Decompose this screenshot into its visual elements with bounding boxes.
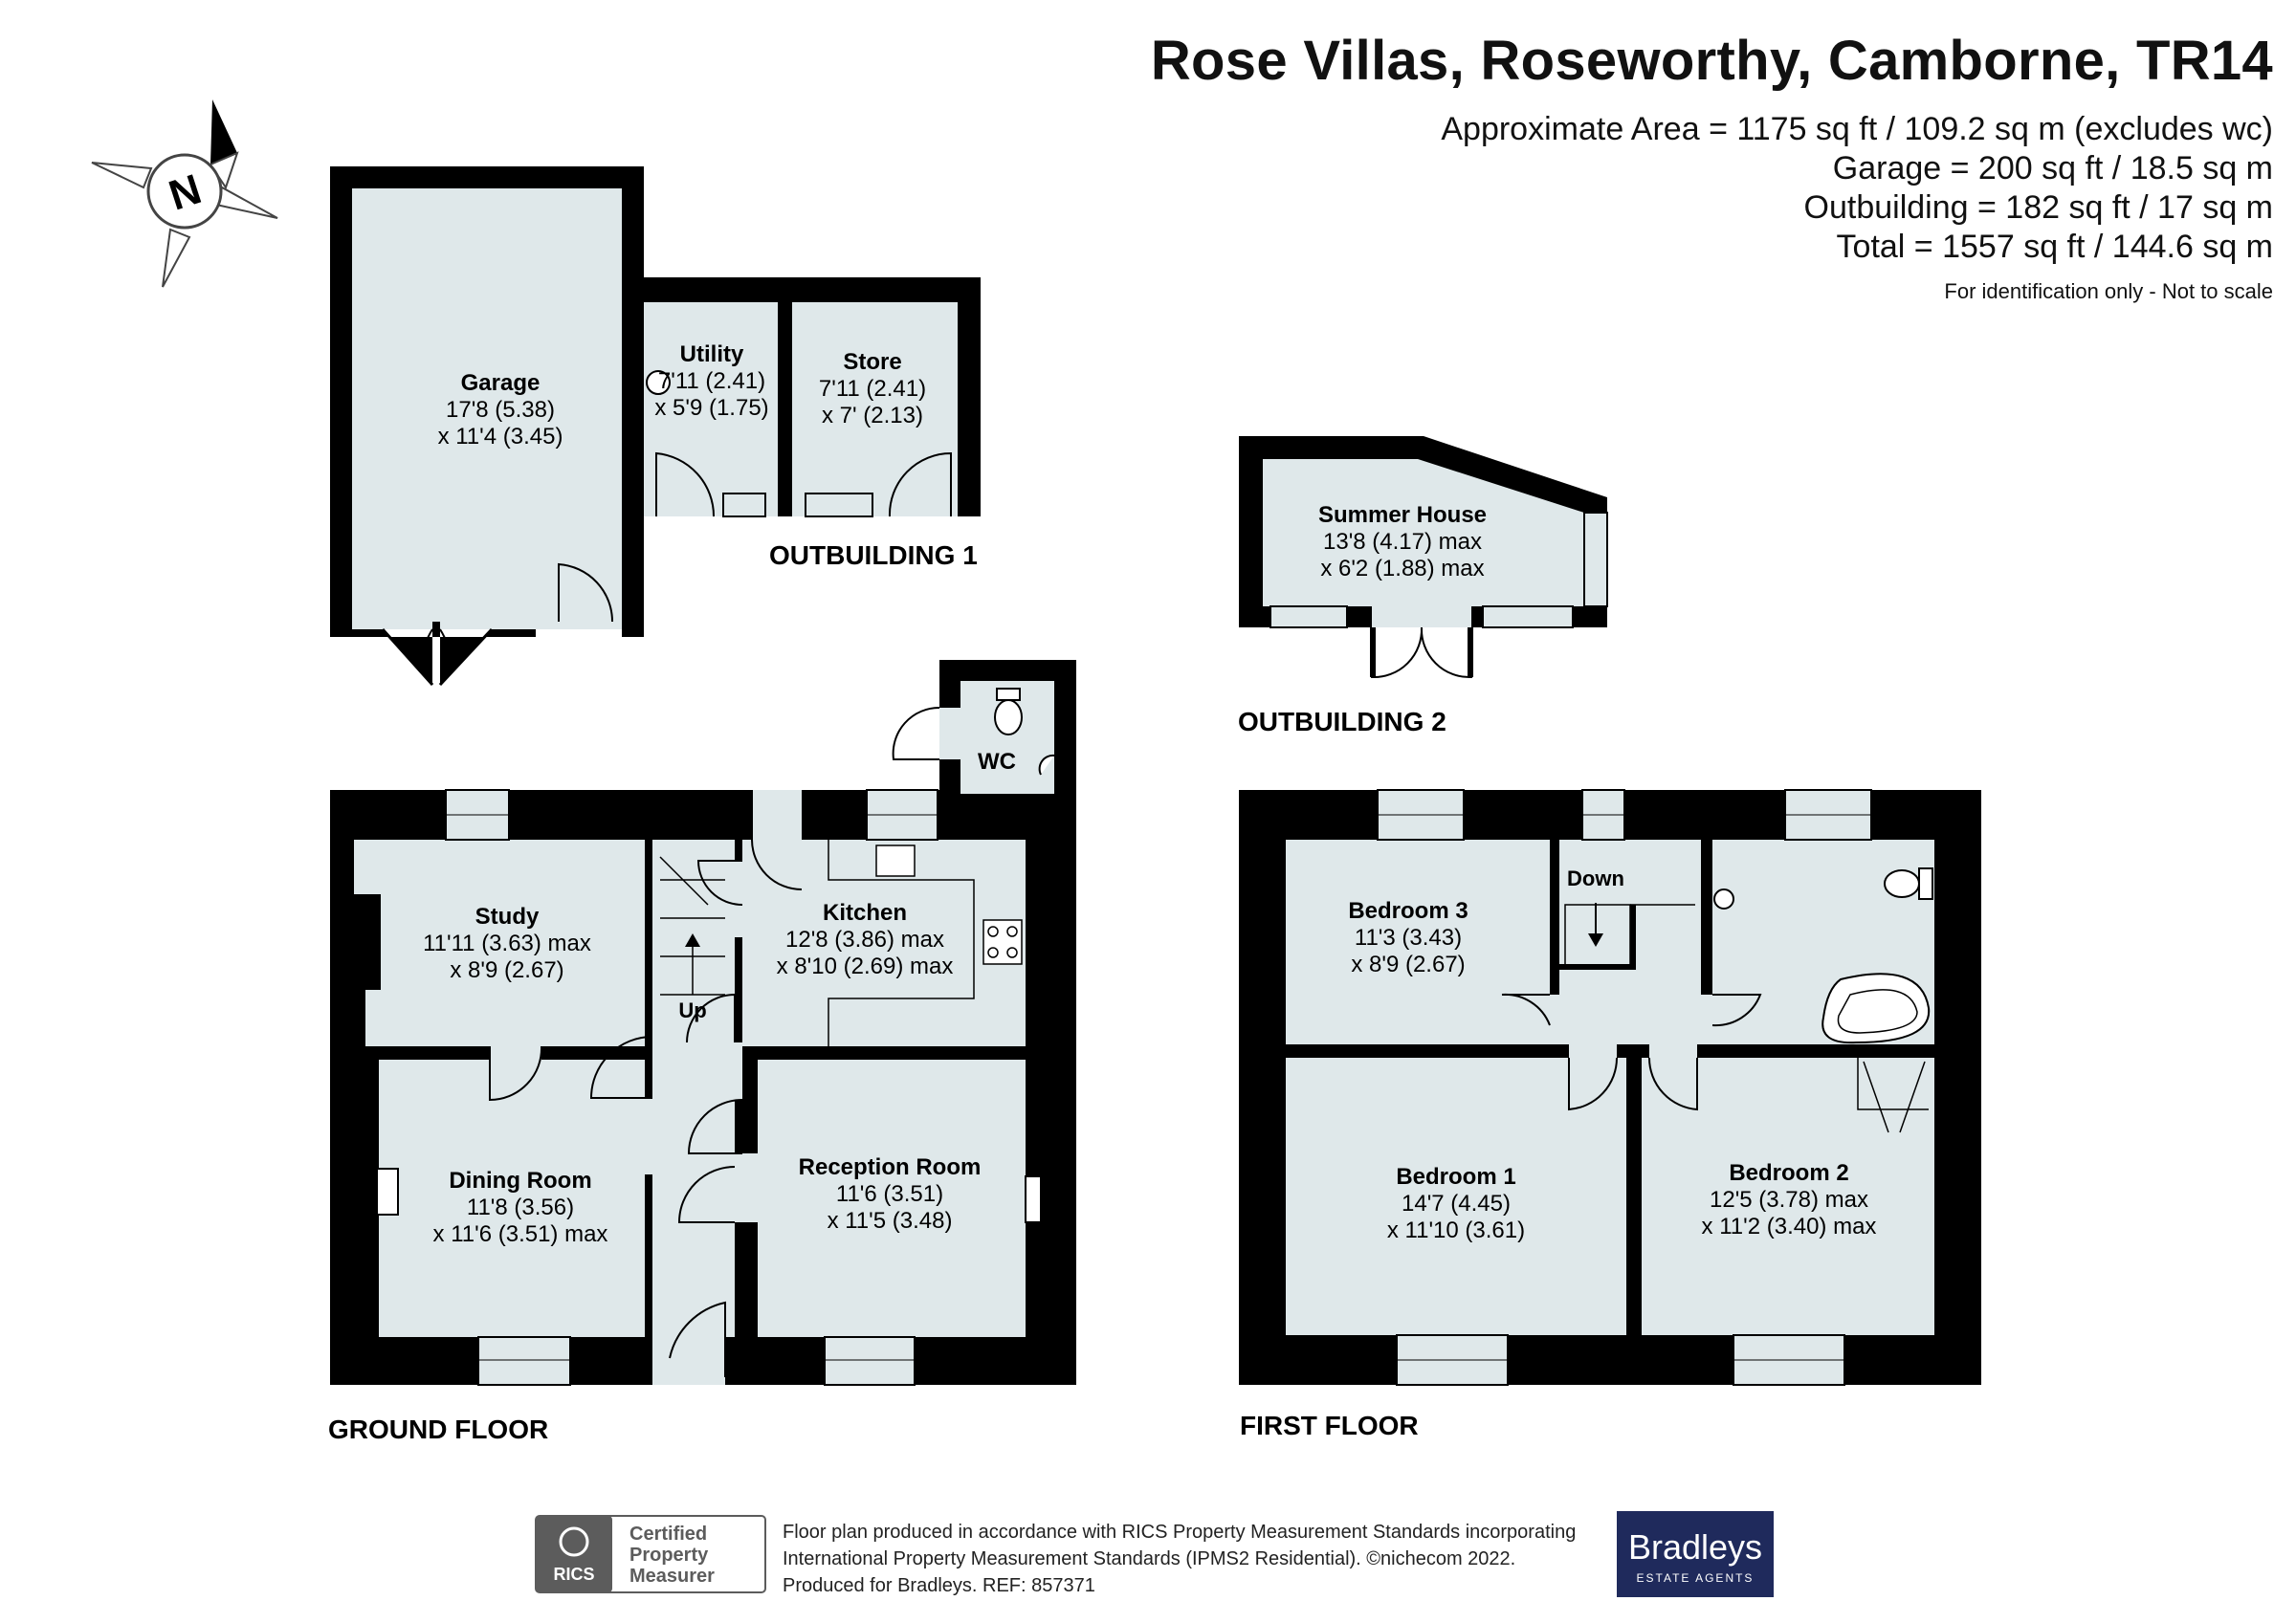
study-dim2: x 8'9 (2.67) (450, 957, 563, 983)
outbuilding-1-label: OUTBUILDING 1 (769, 540, 978, 570)
page-title: Rose Villas, Roseworthy, Camborne, TR14 (1150, 30, 2273, 92)
wc-label: WC (978, 749, 1016, 775)
kitchen-label: Kitchen (823, 900, 907, 926)
footer-line-3: Produced for Bradleys. REF: 857371 (783, 1575, 1095, 1596)
bedroom-2-dim2: x 11'2 (3.40) max (1702, 1214, 1877, 1239)
total-area: Total = 1557 sq ft / 144.6 sq m (1836, 229, 2273, 265)
summer-house-dim2: x 6'2 (1.88) max (1320, 556, 1484, 581)
bedroom-1-dim1: 14'7 (4.45) (1402, 1191, 1511, 1217)
garage (330, 166, 644, 687)
approximate-area: Approximate Area = 1175 sq ft / 109.2 sq… (1441, 111, 2273, 147)
bedroom-3-label: Bedroom 3 (1348, 898, 1468, 924)
agent-name: Bradleys (1628, 1527, 1762, 1567)
agent-logo: Bradleys ESTATE AGENTS (1617, 1511, 1774, 1597)
store-dim1: 7'11 (2.41) (819, 376, 926, 402)
agent-sub: ESTATE AGENTS (1637, 1571, 1755, 1585)
certified-line-2: Property (629, 1545, 709, 1566)
disclaimer: For identification only - Not to scale (1944, 279, 2273, 303)
garage-label: Garage (461, 370, 541, 396)
outbuilding-area: Outbuilding = 182 sq ft / 17 sq m (1803, 189, 2273, 226)
ground-floor-label: GROUND FLOOR (328, 1415, 548, 1444)
store-label: Store (843, 349, 901, 375)
stairs-up-label: Up (678, 998, 706, 1022)
garage-dim1: 17'8 (5.38) (446, 397, 555, 423)
stairs-down-label: Down (1567, 866, 1624, 890)
reception-room-label: Reception Room (799, 1154, 982, 1180)
reception-room-dim2: x 11'5 (3.48) (828, 1208, 953, 1234)
ground-floor (330, 789, 1076, 1386)
garage-area: Garage = 200 sq ft / 18.5 sq m (1832, 150, 2273, 186)
dining-room-label: Dining Room (449, 1168, 591, 1194)
kitchen-dim1: 12'8 (3.86) max (785, 927, 944, 953)
dining-room-dim2: x 11'6 (3.51) max (433, 1221, 608, 1247)
wc (892, 660, 1076, 840)
bedroom-2-dim1: 12'5 (3.78) max (1710, 1187, 1868, 1213)
summer-house-label: Summer House (1318, 502, 1487, 528)
first-floor-label: FIRST FLOOR (1240, 1411, 1419, 1440)
bedroom-2-label: Bedroom 2 (1729, 1160, 1848, 1186)
rics-logo-icon (559, 1526, 589, 1557)
outbuilding-2-label: OUTBUILDING 2 (1238, 707, 1446, 736)
store-dim2: x 7' (2.13) (822, 403, 923, 428)
rics-badge: RICS Certified Property Measurer (535, 1515, 766, 1593)
footer-line-2: International Property Measurement Stand… (783, 1548, 1516, 1569)
first-floor (1239, 789, 1981, 1386)
bedroom-1-label: Bedroom 1 (1396, 1164, 1515, 1190)
summer-house-dim1: 13'8 (4.17) max (1323, 529, 1482, 555)
bedroom-3-dim2: x 8'9 (2.67) (1351, 952, 1465, 977)
kitchen-dim2: x 8'10 (2.69) max (777, 954, 954, 979)
rics-label: RICS (553, 1565, 594, 1584)
bedroom-3-dim1: 11'3 (3.43) (1355, 925, 1462, 951)
study-label: Study (475, 904, 540, 930)
certified-line-1: Certified (629, 1524, 707, 1545)
compass-icon: N (91, 99, 278, 288)
utility-label: Utility (680, 341, 744, 367)
footer-notes: Floor plan produced in accordance with R… (783, 1519, 1576, 1599)
summer-house (1239, 436, 1608, 679)
utility-dim1: 7'11 (2.41) (658, 368, 765, 394)
study-dim1: 11'11 (3.63) max (423, 931, 591, 956)
reception-room-dim1: 11'6 (3.51) (836, 1181, 943, 1207)
utility-dim2: x 5'9 (1.75) (654, 395, 768, 421)
footer-line-1: Floor plan produced in accordance with R… (783, 1522, 1577, 1543)
certified-line-3: Measurer (629, 1566, 715, 1587)
outbuilding-1 (644, 277, 981, 517)
bedroom-1-dim2: x 11'10 (3.61) (1387, 1217, 1525, 1243)
garage-dim2: x 11'4 (3.45) (438, 424, 563, 450)
dining-room-dim1: 11'8 (3.56) (467, 1195, 574, 1220)
